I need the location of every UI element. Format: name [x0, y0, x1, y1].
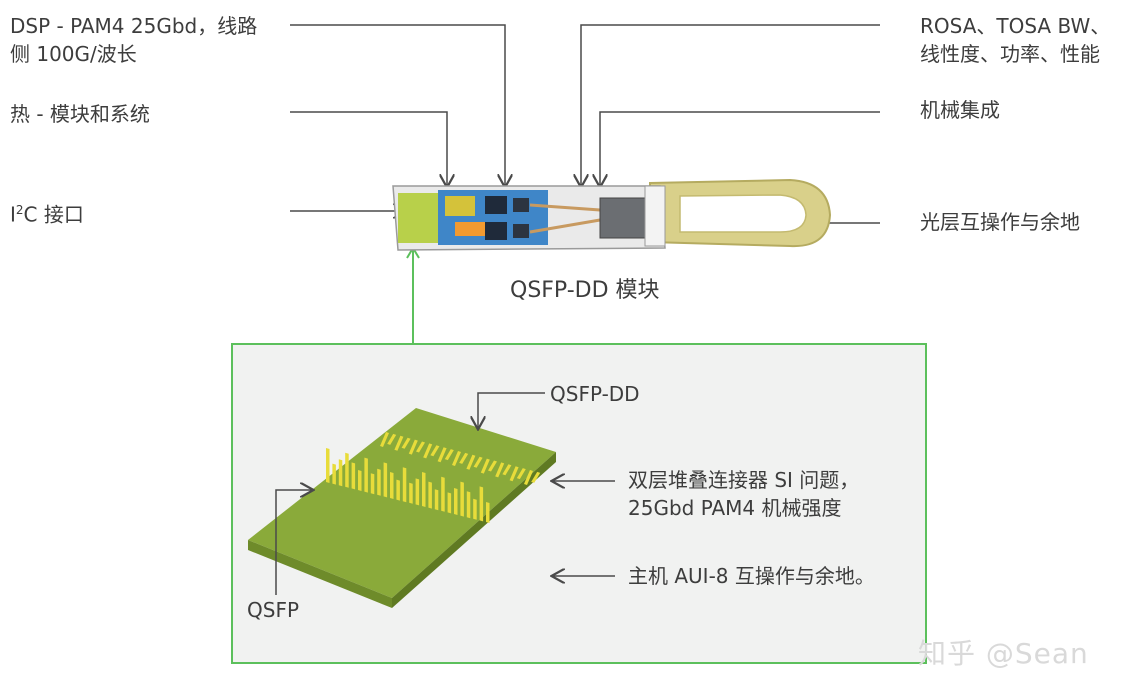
- pin: [441, 476, 445, 512]
- optical-interop-label: 光层互操作与余地: [920, 210, 1080, 234]
- qsfp-dd-leader: [478, 392, 545, 428]
- connector-pcb-illustration: [248, 408, 556, 608]
- pin: [488, 460, 497, 472]
- pin: [338, 459, 343, 487]
- i2c-suffix: C 接口: [23, 202, 84, 227]
- pin: [473, 498, 477, 520]
- qsfp-label: QSFP: [247, 598, 300, 622]
- pin: [415, 478, 420, 506]
- pin: [466, 491, 471, 519]
- pin: [495, 462, 505, 478]
- dsp-label-line1: DSP - PAM4 25Gbd，线路: [10, 14, 258, 38]
- pin: [332, 463, 336, 485]
- i2c-superscript: 2: [15, 203, 24, 217]
- pin: [326, 448, 330, 483]
- pin: [390, 472, 394, 499]
- mechanical-leader: [600, 111, 880, 186]
- connector-label-line1: 双层堆叠连接器 SI 问题，: [628, 468, 860, 492]
- qsfp-dd-module-illustration: [392, 178, 832, 251]
- pin: [380, 432, 389, 447]
- pin: [460, 481, 464, 517]
- pin: [394, 435, 404, 451]
- pin: [524, 470, 533, 485]
- qsfp-leader: [275, 490, 312, 595]
- pin: [447, 492, 452, 514]
- connector-label-line2: 25Gbd PAM4 机械强度: [628, 496, 842, 520]
- pin: [486, 502, 490, 523]
- pin: [387, 433, 397, 445]
- pin: [408, 439, 418, 455]
- pin: [345, 452, 349, 488]
- pin: [479, 486, 484, 522]
- pin: [423, 443, 433, 459]
- pin: [430, 445, 440, 457]
- qsfp-pin-row: [326, 448, 490, 523]
- pin: [370, 473, 375, 495]
- pin: [358, 470, 362, 491]
- i2c-label: I2C 接口: [10, 196, 84, 229]
- pin: [428, 481, 432, 509]
- qsfp-dd-label: QSFP-DD: [550, 382, 640, 406]
- pin: [434, 489, 439, 511]
- host-interop-label: 主机 AUI-8 互操作与余地。: [628, 564, 875, 588]
- rosa-leader: [581, 24, 880, 186]
- dsp-label-line2: 侧 100G/波长: [10, 42, 137, 66]
- pin: [459, 452, 469, 464]
- pin: [416, 441, 425, 453]
- pin: [452, 451, 461, 466]
- pin: [454, 488, 458, 515]
- pin: [466, 454, 476, 470]
- pin: [364, 457, 368, 493]
- qsfp-dd-pin-row: [380, 432, 541, 485]
- pin: [437, 447, 447, 463]
- pin: [351, 462, 356, 490]
- pin: [509, 466, 519, 482]
- pin: [516, 468, 526, 480]
- pin: [531, 471, 541, 483]
- mechanical-label: 机械集成: [920, 98, 1000, 122]
- pin: [444, 449, 454, 461]
- i2c-prefix: I: [10, 202, 16, 227]
- watermark: 知乎 @Sean: [918, 637, 1089, 670]
- rosa-label-line2: 线性度、功率、性能: [920, 42, 1100, 66]
- pin: [402, 467, 407, 503]
- pin: [409, 482, 413, 504]
- pin: [401, 437, 411, 449]
- pin: [480, 458, 490, 474]
- module-caption: QSFP-DD 模块: [510, 278, 660, 303]
- pin: [422, 472, 426, 507]
- rosa-label-line1: ROSA、TOSA BW、: [920, 14, 1111, 38]
- pin: [383, 462, 388, 498]
- pin: [473, 456, 483, 468]
- pin: [502, 464, 512, 476]
- dsp-leader: [290, 24, 505, 186]
- pin: [396, 479, 400, 501]
- thermal-label: 热 - 模块和系统: [10, 102, 150, 126]
- pin: [377, 468, 381, 496]
- thermal-leader: [290, 111, 447, 186]
